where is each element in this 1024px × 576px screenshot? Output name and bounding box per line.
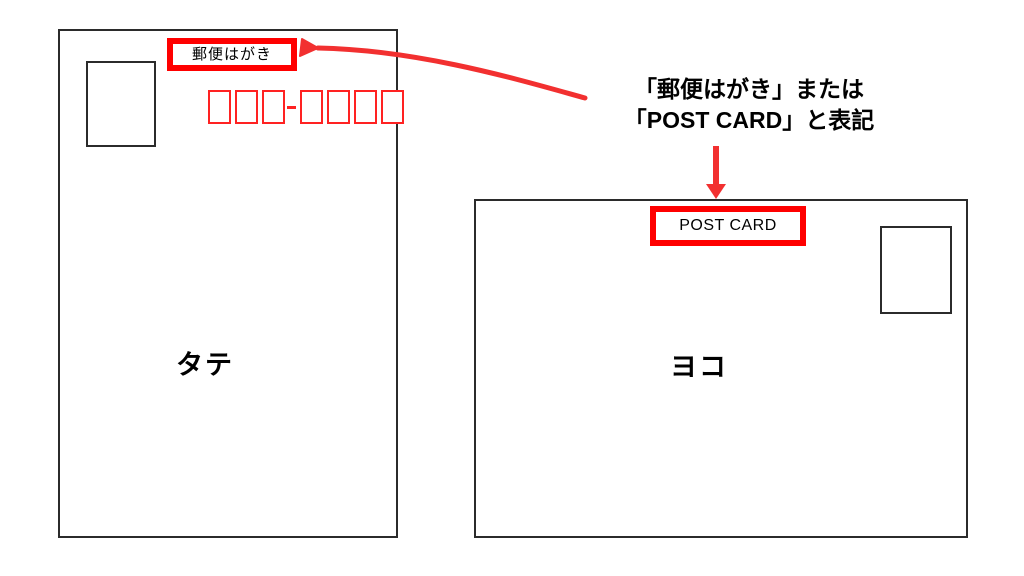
annotation-callout: 「郵便はがき」または 「POST CARD」と表記 [586, 74, 912, 136]
yubin-hagaki-label-text: 郵便はがき [191, 46, 272, 63]
postal-code-cell [327, 90, 350, 124]
postal-code-cell [262, 90, 285, 124]
postal-code-cell [300, 90, 323, 124]
down-arrow-head-icon [706, 184, 726, 199]
postal-code-cell [381, 90, 404, 124]
post-card-label-text: POST CARD [679, 217, 777, 234]
stamp-box-horizontal [880, 226, 952, 314]
annotation-line-1: 「郵便はがき」または [634, 76, 864, 102]
postal-code-separator-icon [287, 105, 296, 109]
vertical-orientation-caption: タテ [176, 350, 234, 380]
postal-code-cell [235, 90, 258, 124]
post-card-label-box: POST CARD [650, 206, 806, 246]
postal-code-cell [208, 90, 231, 124]
yubin-hagaki-label-box: 郵便はがき [167, 38, 297, 71]
stamp-box-vertical [86, 61, 156, 147]
postal-code-cell [354, 90, 377, 124]
annotation-line-2: 「POST CARD」と表記 [623, 107, 875, 133]
postal-code-boxes [208, 90, 408, 124]
horizontal-orientation-caption: ヨコ [670, 352, 728, 382]
